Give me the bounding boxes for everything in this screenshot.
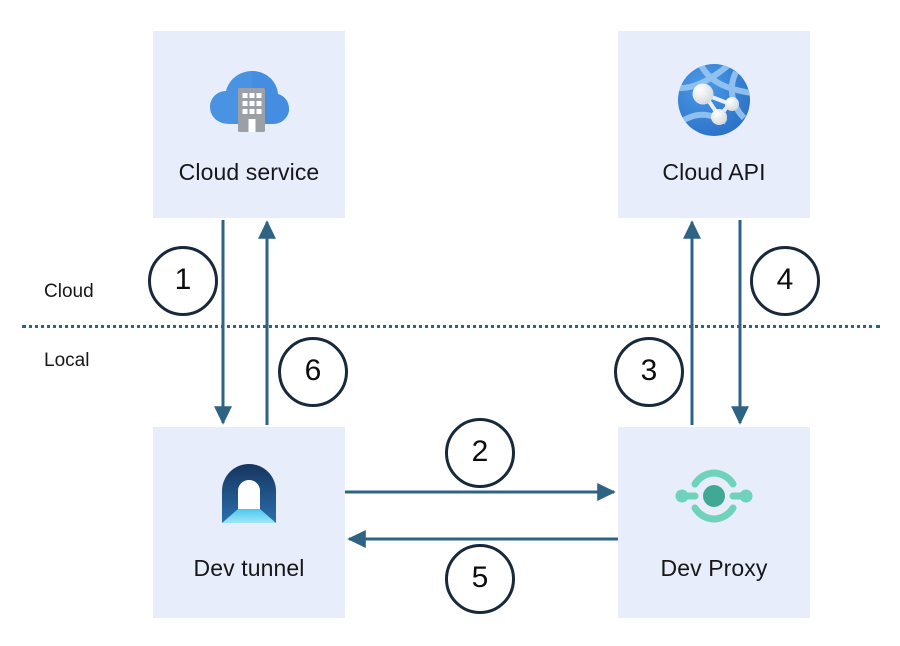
node-label-dev-tunnel: Dev tunnel [193, 555, 305, 581]
node-label-cloud-service: Cloud service [178, 159, 320, 185]
tunnel-icon [206, 453, 292, 539]
step-badge-6-number: 6 [304, 354, 322, 387]
step-badge-2: 2 [445, 418, 515, 488]
zone-label-local: Local [44, 350, 90, 371]
step-badge-1-number: 1 [174, 263, 192, 296]
globe-network-icon [671, 57, 757, 143]
node-cloud-api[interactable]: Cloud API [618, 31, 810, 218]
step-badge-5-number: 5 [471, 561, 489, 594]
node-label-cloud-api: Cloud API [662, 159, 766, 185]
node-dev-tunnel[interactable]: Dev tunnel [153, 427, 345, 618]
node-dev-proxy[interactable]: Dev Proxy [618, 427, 810, 618]
step-badge-4-number: 4 [776, 263, 794, 296]
cloud-building-icon [206, 57, 292, 143]
node-label-dev-proxy: Dev Proxy [660, 555, 768, 581]
proxy-target-icon [671, 453, 757, 539]
step-badge-5: 5 [445, 544, 515, 614]
cloud-local-divider [22, 325, 880, 328]
step-badge-1: 1 [148, 246, 218, 316]
step-badge-2-number: 2 [471, 435, 489, 468]
step-badge-6: 6 [278, 337, 348, 407]
node-cloud-service[interactable]: Cloud service [153, 31, 345, 218]
zone-label-cloud: Cloud [44, 281, 94, 302]
step-badge-3: 3 [614, 337, 684, 407]
step-badge-3-number: 3 [640, 354, 658, 387]
step-badge-4: 4 [750, 246, 820, 316]
